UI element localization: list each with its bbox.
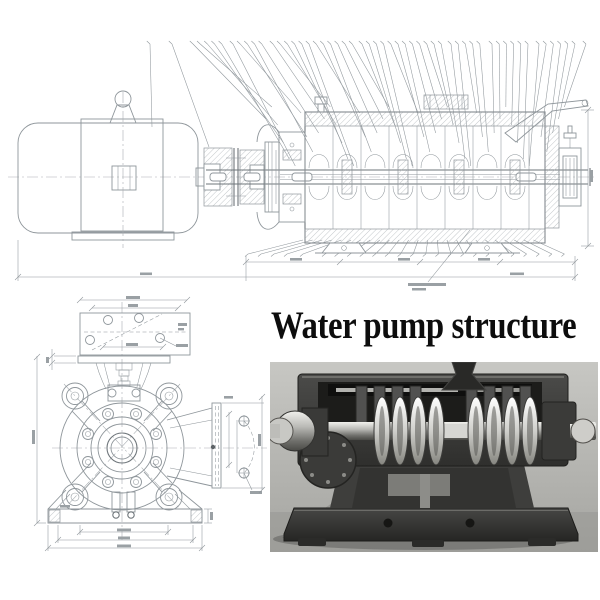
page-title: Water pump structure	[271, 304, 577, 347]
suction-flange-side	[166, 393, 266, 494]
pump-base	[47, 489, 203, 524]
flange-and-gland	[46, 349, 171, 402]
callout-leader-lines-top	[146, 40, 587, 167]
front-view-drawing-svg	[32, 296, 267, 552]
motor-drawing	[17, 90, 207, 248]
dimension-lines	[14, 106, 594, 291]
photo-discharge-nozzle	[440, 362, 488, 391]
pump-section-drawing	[206, 94, 591, 254]
coupling-drawing	[203, 147, 265, 207]
photo-right-end	[541, 401, 596, 461]
casing-front-view	[59, 382, 185, 511]
assembly-drawing-svg	[8, 40, 597, 291]
photo-baseplate	[283, 507, 579, 547]
photo-left-end	[270, 407, 357, 489]
bearing-lugs	[61, 382, 183, 511]
mounting-flange-top-view	[76, 296, 191, 356]
flange-bolts	[82, 408, 162, 488]
front-view-centerlines	[52, 302, 267, 540]
front-view-dimensions	[32, 353, 213, 552]
photo-impellers	[373, 396, 539, 466]
photo-pedestal	[330, 456, 534, 508]
stage-channels	[308, 154, 526, 200]
pump-photo	[270, 362, 598, 552]
